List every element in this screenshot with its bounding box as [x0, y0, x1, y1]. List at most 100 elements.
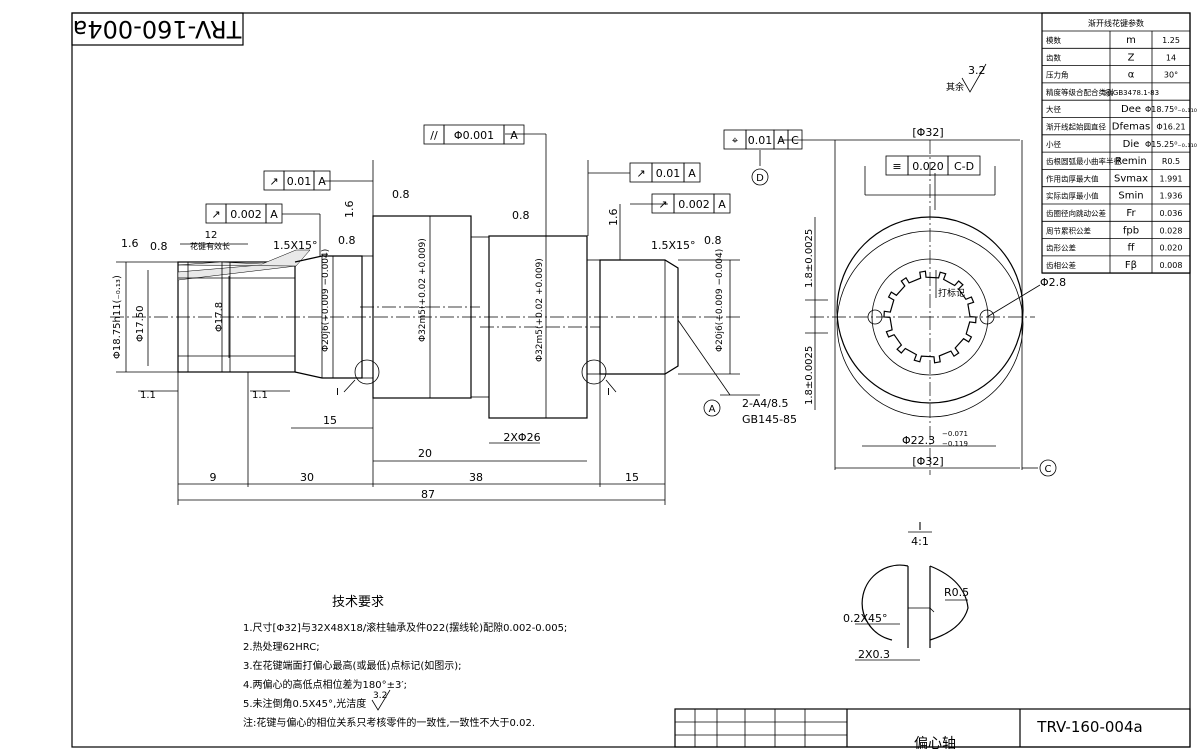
- dim-len-30: 30: [300, 471, 314, 484]
- position-frame-cell: A: [777, 134, 785, 147]
- param-value: 1.991: [1160, 174, 1183, 183]
- datum-c-circle-label: C: [1045, 464, 1052, 475]
- param-value: 0.028: [1160, 226, 1183, 235]
- runout-frame-right-low-cell: 0.002: [678, 198, 710, 211]
- position-frame-cell: C: [791, 134, 799, 147]
- mark-hole-right: [979, 309, 995, 325]
- param-value: 0.020: [1160, 244, 1183, 253]
- param-symbol: ff: [1128, 243, 1136, 254]
- param-symbol: Die: [1123, 139, 1140, 150]
- param-symbol: 5jsGB3478.1-83: [1103, 89, 1159, 97]
- tech-req-item: 3.在花键端面打偏心最高(或最低)点标记(如图示);: [243, 659, 462, 672]
- datum-a-circle: [703, 399, 721, 417]
- symmetry-frame-cell: ≡: [892, 160, 901, 173]
- param-value: Φ18.75⁰₋₀.₁₁₀: [1145, 105, 1197, 114]
- groove-detail-circle-right: [581, 359, 607, 385]
- spline-section: [177, 261, 296, 373]
- dim-ecc-bot: 1.8±0.0025: [804, 346, 815, 405]
- param-symbol: Svmax: [1114, 173, 1148, 184]
- mark-label: 打标记: [938, 287, 965, 299]
- param-value: 14: [1166, 53, 1176, 62]
- dim-spline-12: 12: [205, 230, 218, 241]
- dim-d32-right: Φ32m5(+0.02 +0.009): [535, 258, 545, 362]
- mirrored-number-text: TRV-160-004a: [73, 15, 243, 43]
- param-symbol: fpb: [1123, 225, 1139, 236]
- runout-frame-left-top-cell: A: [318, 175, 326, 188]
- runout-frame-left-low-cell: A: [270, 208, 278, 221]
- tech-req-item: 注:花键与偏心的相位关系只考核零件的一致性,一致性不大于0.02.: [243, 716, 535, 729]
- dim-d22-3-tol-up: −0.071: [942, 430, 968, 438]
- param-value: Φ16.21: [1156, 123, 1185, 132]
- param-symbol: Remin: [1115, 156, 1147, 167]
- detail-mark-left: I: [336, 387, 339, 398]
- param-symbol: m: [1126, 35, 1136, 46]
- dim-2x26: 2XΦ26: [503, 431, 540, 444]
- dim-len-20: 20: [418, 447, 432, 460]
- param-name: 周节累积公差: [1046, 225, 1091, 235]
- param-symbol: α: [1128, 70, 1135, 81]
- detail-label: I: [918, 520, 921, 533]
- title-block: TRV-160-004a 偏心轴: [674, 708, 1191, 749]
- runout-frame-left-top-cell: 0.01: [287, 175, 312, 188]
- param-name: 齿数: [1046, 52, 1062, 62]
- param-symbol: Dee: [1121, 104, 1141, 115]
- roughness-08a: 0.8: [150, 240, 168, 253]
- param-name: 大径: [1046, 104, 1062, 114]
- param-value: 0.036: [1160, 209, 1183, 218]
- detail-groove: 2X0.3: [858, 648, 890, 661]
- dim-d18-75: Φ18.75h11(₋₀.₁₃): [112, 275, 123, 359]
- eccentric-circle-a: [836, 216, 1024, 404]
- detail-r05: R0.5: [944, 586, 969, 599]
- param-name: 齿形公差: [1046, 243, 1076, 253]
- param-name: 齿圈径向跳动公差: [1046, 208, 1106, 218]
- dim-len-15b: 15: [625, 471, 639, 484]
- datum-a-circle-label: A: [709, 404, 716, 415]
- spline-profile: [883, 270, 977, 364]
- dim-ecc-top: 1.8±0.0025: [804, 229, 815, 288]
- param-table-title: 渐开线花键参数: [1088, 18, 1144, 28]
- groove-detail-circle-left: [354, 359, 380, 385]
- mirrored-number-box: [71, 12, 244, 46]
- part-name: 偏心轴: [914, 736, 956, 749]
- tech-req-item: 4.两偏心的高低点相位差为180°±3′;: [243, 678, 407, 691]
- roughness-other-value: 3.2: [968, 64, 986, 77]
- dim-d20-left: Φ20j6(+0.009 −0.004): [321, 249, 331, 352]
- runout-frame-right-low-cell: ↗: [658, 198, 667, 211]
- runout-frame-right-top-cell: 0.01: [656, 167, 681, 180]
- param-name: 小径: [1046, 139, 1062, 149]
- param-name: 精度等级合配合类别: [1046, 87, 1114, 97]
- runout-frame-right-low-cell: A: [718, 198, 726, 211]
- param-name: 模数: [1046, 35, 1062, 45]
- detail-view-I: [855, 531, 969, 661]
- parallelism-frame-cell: //: [430, 129, 438, 142]
- param-name: 渐开线起始圆直径: [1046, 122, 1106, 132]
- roughness-08d: 0.8: [512, 209, 530, 222]
- center-hole-label: 2-A4/8.5: [742, 397, 788, 410]
- param-name: 压力角: [1046, 70, 1069, 80]
- param-symbol: Fβ: [1125, 260, 1137, 271]
- dim-len-15a: 15: [323, 414, 337, 427]
- eccentric-circle-b: [836, 230, 1024, 418]
- roughness-other-label: 其余: [946, 81, 964, 93]
- technical-requirements: 技术要求 1.尺寸[Φ32]与32X48X18/滚柱轴承及件022(摆线轮)配隙…: [243, 595, 567, 729]
- symmetry-frame-cell: 0.020: [912, 160, 944, 173]
- roughness-16c: 1.6: [607, 209, 620, 227]
- param-value: 1.25: [1162, 36, 1180, 45]
- spline-length-label: 花键有效长: [190, 241, 230, 251]
- tech-req-item: 2.热处理62HRC;: [243, 640, 320, 653]
- center-hole-std: GB145-85: [742, 413, 797, 426]
- parallelism-frame-cell: Φ0.001: [454, 129, 494, 142]
- tech-req-item: 5.未注倒角0.5X45°,光洁度: [243, 697, 366, 710]
- dim-d17-8: Φ17.8: [214, 302, 225, 332]
- symmetry-frame-cell: C-D: [954, 160, 974, 173]
- param-symbol: Dfemas: [1112, 122, 1150, 133]
- runout-frame-right-top-cell: ↗: [636, 167, 645, 180]
- tech-req-roughness: 3.2: [373, 691, 387, 701]
- roughness-16b: 1.6: [343, 201, 356, 219]
- runout-frame-left-low-cell: ↗: [211, 208, 220, 221]
